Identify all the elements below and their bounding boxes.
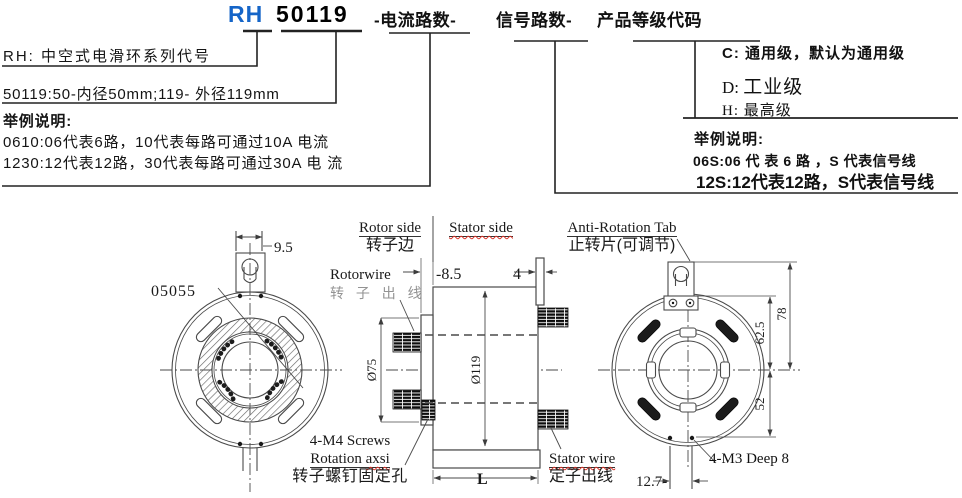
- stator-side-en: Stator side: [449, 220, 513, 236]
- anti-rotation-en: Anti-Rotation Tab: [567, 220, 677, 237]
- current-circuits-label: -电流路数-: [374, 11, 457, 30]
- grade-d: D: 工业级: [722, 72, 803, 99]
- stator-wire-en: Stator wire: [549, 451, 616, 467]
- m4-screws-label: 4-M4 Screws Rotation axsi 转子螺钉固定孔: [286, 432, 414, 486]
- current-example-1: 0610:06代表6路，10代表每路可通过10A 电流: [3, 134, 329, 151]
- dim-8-5: -8.5: [436, 266, 461, 283]
- rotor-wire-label: Rotorwire 转 子 出 线: [330, 266, 426, 303]
- rotor-side-en: Rotor side: [358, 220, 422, 237]
- series-code: RH: [228, 1, 264, 27]
- m4-screws-cn: 转子螺钉固定孔: [292, 468, 408, 485]
- rotor-wire-cn: 转 子 出 线: [330, 285, 426, 301]
- rotation-axis-en-1: Rotation: [310, 451, 362, 467]
- m4-screws-en: 4-M4 Screws: [309, 433, 391, 449]
- model-tree-connectors: [2, 29, 958, 194]
- rotor-side-cn: 转子边: [365, 237, 414, 254]
- right-view-stator-face: [598, 238, 800, 489]
- dim-bore-label: 05055: [151, 283, 196, 300]
- rotor-side-label: Rotor side 转子边: [348, 219, 432, 255]
- dim-62-5: 62.5: [752, 322, 767, 345]
- dim-12-7: 12.7-: [636, 474, 667, 490]
- stator-side-label: Stator side: [442, 219, 520, 237]
- dim-78: 78: [774, 308, 789, 321]
- model-description: 50119:50-内径50mm;119- 外径119mm: [3, 86, 280, 103]
- dim-length: L: [477, 471, 488, 488]
- series-description: RH: 中空式电滑环系列代号: [3, 48, 212, 65]
- rotation-axis-en-2: axsi: [365, 451, 390, 467]
- side-view: [378, 216, 569, 484]
- signal-example-2: 12S:12代表12路，S代表信号线: [696, 173, 935, 192]
- current-example-2: 1230:12代表12路，30代表每路可通过30A 电 流: [3, 155, 343, 172]
- dim-9-5: 9.5: [274, 240, 293, 256]
- grade-c: C: 通用级，默认为通用级: [722, 45, 905, 62]
- grade-d-name: 工业级: [743, 77, 804, 98]
- dim-4: 4: [513, 266, 521, 283]
- signal-circuits-label: 信号路数-: [496, 11, 573, 30]
- m3-deep-label: 4-M3 Deep 8: [709, 451, 789, 467]
- anti-rotation-tab-label: Anti-Rotation Tab 止转片(可调节): [552, 219, 692, 255]
- dim-52: 52: [752, 398, 767, 411]
- stator-wire-cn: 定子出线: [549, 468, 614, 485]
- anti-rotation-cn: 止转片(可调节): [568, 237, 676, 254]
- grade-d-code: D:: [722, 78, 739, 97]
- dimension-labels: 9.5 05055 -8.5 4 Ø75 Ø119 L 62.5 78 52 1…: [151, 240, 789, 490]
- signal-examples-heading: 举例说明:: [694, 131, 764, 148]
- rotor-wire-en: Rotorwire: [330, 267, 391, 283]
- product-grade-label: 产品等级代码: [597, 11, 702, 30]
- stator-wire-label: Stator wire 定子出线: [549, 450, 616, 486]
- model-code: 50119: [276, 1, 349, 27]
- left-view-rotor-face: [160, 231, 342, 492]
- grade-h: H: 最高级: [722, 103, 792, 119]
- signal-example-1: 06S:06 代 表 6 路 ，S 代表信号线: [693, 153, 917, 169]
- dim-rotor-dia: Ø75: [364, 359, 379, 381]
- current-examples-heading: 举例说明:: [3, 113, 72, 130]
- dim-stator-dia: Ø119: [468, 356, 483, 384]
